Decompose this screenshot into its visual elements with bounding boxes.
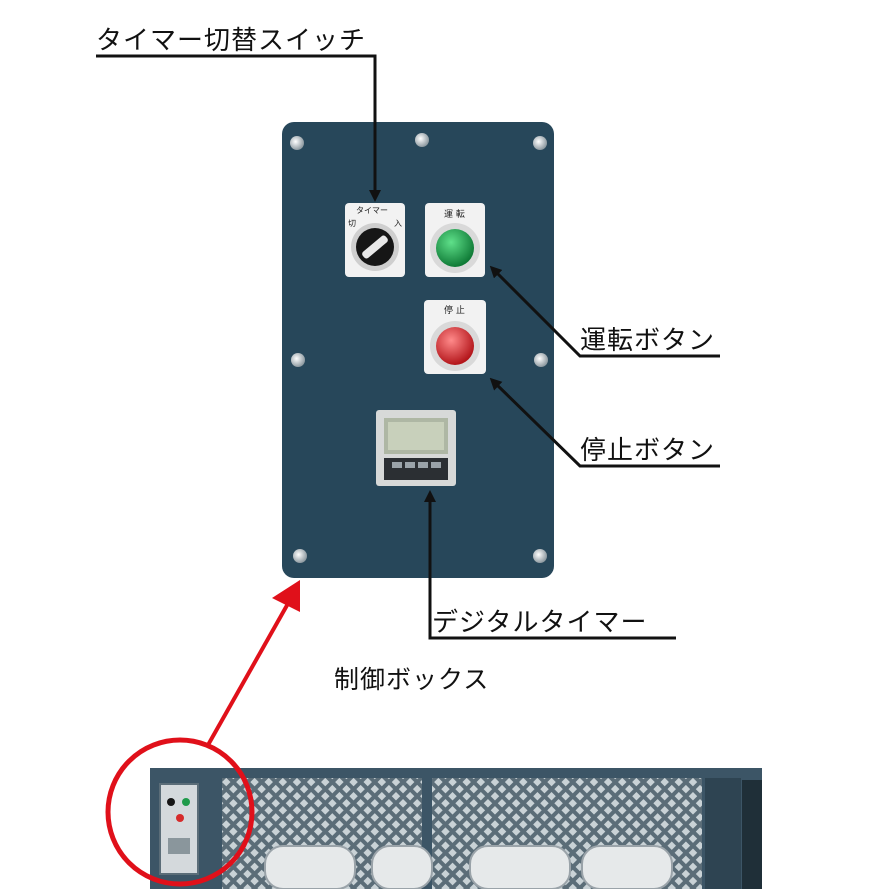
switch-plate-top-text: タイマー bbox=[356, 206, 388, 215]
run-plate-text: 運 転 bbox=[444, 210, 465, 220]
bolt-icon bbox=[533, 136, 547, 150]
digital-timer-leader bbox=[424, 490, 676, 640]
digital-timer-label: デジタルタイマー bbox=[432, 608, 648, 638]
highlight-arrow-shaft bbox=[206, 599, 292, 746]
digital-timer-graphic bbox=[376, 410, 456, 486]
bolt-icon bbox=[293, 549, 307, 563]
stop-button-graphic[interactable] bbox=[424, 300, 486, 374]
control-panel bbox=[282, 122, 554, 578]
timer-switch-label: タイマー切替スイッチ bbox=[96, 26, 367, 56]
run-button-label: 運転ボタン bbox=[580, 326, 716, 356]
switch-plate-off-text: 切 bbox=[348, 219, 356, 228]
bolt-icon bbox=[290, 136, 304, 150]
highlight-arrow-head bbox=[272, 580, 300, 612]
stop-button-leader bbox=[489, 377, 720, 468]
bolt-icon bbox=[291, 353, 305, 367]
bolt-icon bbox=[534, 353, 548, 367]
run-button-leader bbox=[489, 265, 720, 358]
run-button-graphic[interactable] bbox=[425, 203, 485, 277]
switch-plate-on-text: 入 bbox=[394, 219, 402, 228]
control-box-label: 制御ボックス bbox=[334, 665, 490, 694]
highlight bbox=[105, 580, 300, 887]
panel-plate bbox=[282, 122, 554, 578]
bolt-icon bbox=[415, 133, 429, 147]
red-lamp-icon bbox=[436, 327, 474, 365]
panel-bolts bbox=[290, 133, 548, 563]
switch-knob-icon bbox=[362, 235, 388, 259]
callout-lines bbox=[96, 54, 720, 640]
timer-switch-leader bbox=[96, 54, 381, 202]
stop-plate-text: 停 止 bbox=[444, 306, 465, 316]
green-lamp-icon bbox=[436, 229, 474, 267]
machine-illustration bbox=[150, 768, 762, 889]
bolt-icon bbox=[533, 549, 547, 563]
highlight-circle bbox=[105, 737, 255, 887]
stop-button-label: 停止ボタン bbox=[580, 436, 716, 466]
timer-selector-switch[interactable] bbox=[345, 203, 405, 277]
